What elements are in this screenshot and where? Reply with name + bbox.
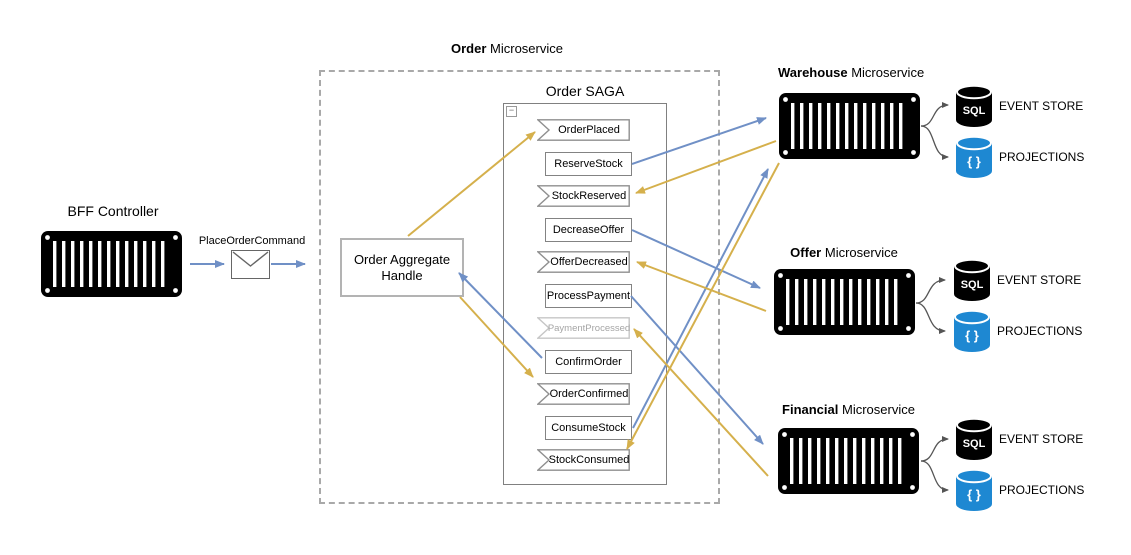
order-microservice-name: Order (451, 41, 487, 56)
financial-microservice-title: Financial Microservice (777, 402, 920, 417)
warehouse-container-icon (779, 93, 920, 159)
receive-event-shape (537, 251, 630, 273)
saga-item-label: ProcessPayment (546, 290, 631, 302)
saga-event-stockconsumed: StockConsumed (537, 449, 630, 471)
storage-connectors (915, 102, 949, 493)
bff-container-icon (41, 231, 182, 297)
order-aggregate-handle-line1: Order Aggregate (353, 251, 451, 267)
offer-name: Offer (790, 245, 822, 260)
financial-suffix: Microservice (842, 402, 915, 417)
order-aggregate-handle-line2: Handle (381, 267, 423, 283)
financial-name: Financial (782, 402, 839, 417)
envelope-icon (231, 250, 270, 279)
collapse-icon[interactable]: − (506, 106, 517, 117)
place-order-command-label: PlaceOrderCommand (198, 235, 306, 247)
receive-event-shape (537, 317, 630, 339)
offer-microservice-title: Offer Microservice (773, 245, 915, 260)
financial-container-icon (778, 428, 919, 494)
saga-item-label: OrderPlaced (558, 124, 620, 136)
warehouse-projections-label: PROJECTIONS (999, 150, 1085, 164)
order-microservice-title: Order Microservice (377, 41, 637, 56)
saga-item-label: ReserveStock (554, 158, 623, 170)
warehouse-sql-db-icon (955, 84, 993, 128)
offer-sql-db-icon (953, 258, 991, 302)
offer-container-icon (774, 269, 915, 335)
saga-item-label: OfferDecreased (550, 256, 628, 268)
receive-event-shape (537, 185, 630, 207)
receive-event-shape (537, 119, 630, 141)
receive-event-shape (537, 449, 630, 471)
order-saga-title: Order SAGA (545, 83, 625, 99)
saga-item-label: DecreaseOffer (552, 224, 625, 236)
warehouse-microservice-title: Warehouse Microservice (778, 65, 924, 80)
saga-item-label: ConfirmOrder (555, 356, 622, 368)
saga-item-label: StockConsumed (548, 454, 630, 466)
saga-item-label: OrderConfirmed (549, 388, 629, 400)
saga-command-reservestock: ReserveStock (545, 152, 632, 176)
saga-event-paymentprocessed: PaymentProcessed (537, 317, 630, 339)
offer-event-store-label: EVENT STORE (997, 273, 1082, 287)
saga-command-decreaseoffer: DecreaseOffer (545, 218, 632, 242)
bff-controller-label: BFF Controller (67, 203, 159, 219)
saga-event-offerdecreased: OfferDecreased (537, 251, 630, 273)
saga-event-stockreserved: StockReserved (537, 185, 630, 207)
financial-sql-db-icon (955, 417, 993, 461)
financial-projections-label: PROJECTIONS (999, 483, 1085, 497)
saga-event-orderplaced: OrderPlaced (537, 119, 630, 141)
saga-command-processpayment: ProcessPayment (545, 284, 632, 308)
saga-event-orderconfirmed: OrderConfirmed (537, 383, 630, 405)
warehouse-projections-db-icon (955, 135, 993, 179)
warehouse-name: Warehouse (778, 65, 848, 80)
saga-command-confirmorder: ConfirmOrder (545, 350, 632, 374)
offer-projections-db-icon (953, 309, 991, 353)
order-microservice-suffix: Microservice (490, 41, 563, 56)
financial-projections-db-icon (955, 468, 993, 512)
warehouse-suffix: Microservice (851, 65, 925, 80)
financial-event-store-label: EVENT STORE (999, 432, 1084, 446)
saga-item-label: StockReserved (551, 190, 627, 202)
order-aggregate-handle-box: Order Aggregate Handle (340, 238, 464, 297)
saga-item-label: PaymentProcessed (547, 322, 631, 334)
offer-suffix: Microservice (824, 245, 898, 260)
receive-event-shape (537, 383, 630, 405)
saga-command-consumestock: ConsumeStock (545, 416, 632, 440)
offer-projections-label: PROJECTIONS (997, 324, 1083, 338)
saga-item-label: ConsumeStock (551, 422, 626, 434)
warehouse-event-store-label: EVENT STORE (999, 99, 1084, 113)
